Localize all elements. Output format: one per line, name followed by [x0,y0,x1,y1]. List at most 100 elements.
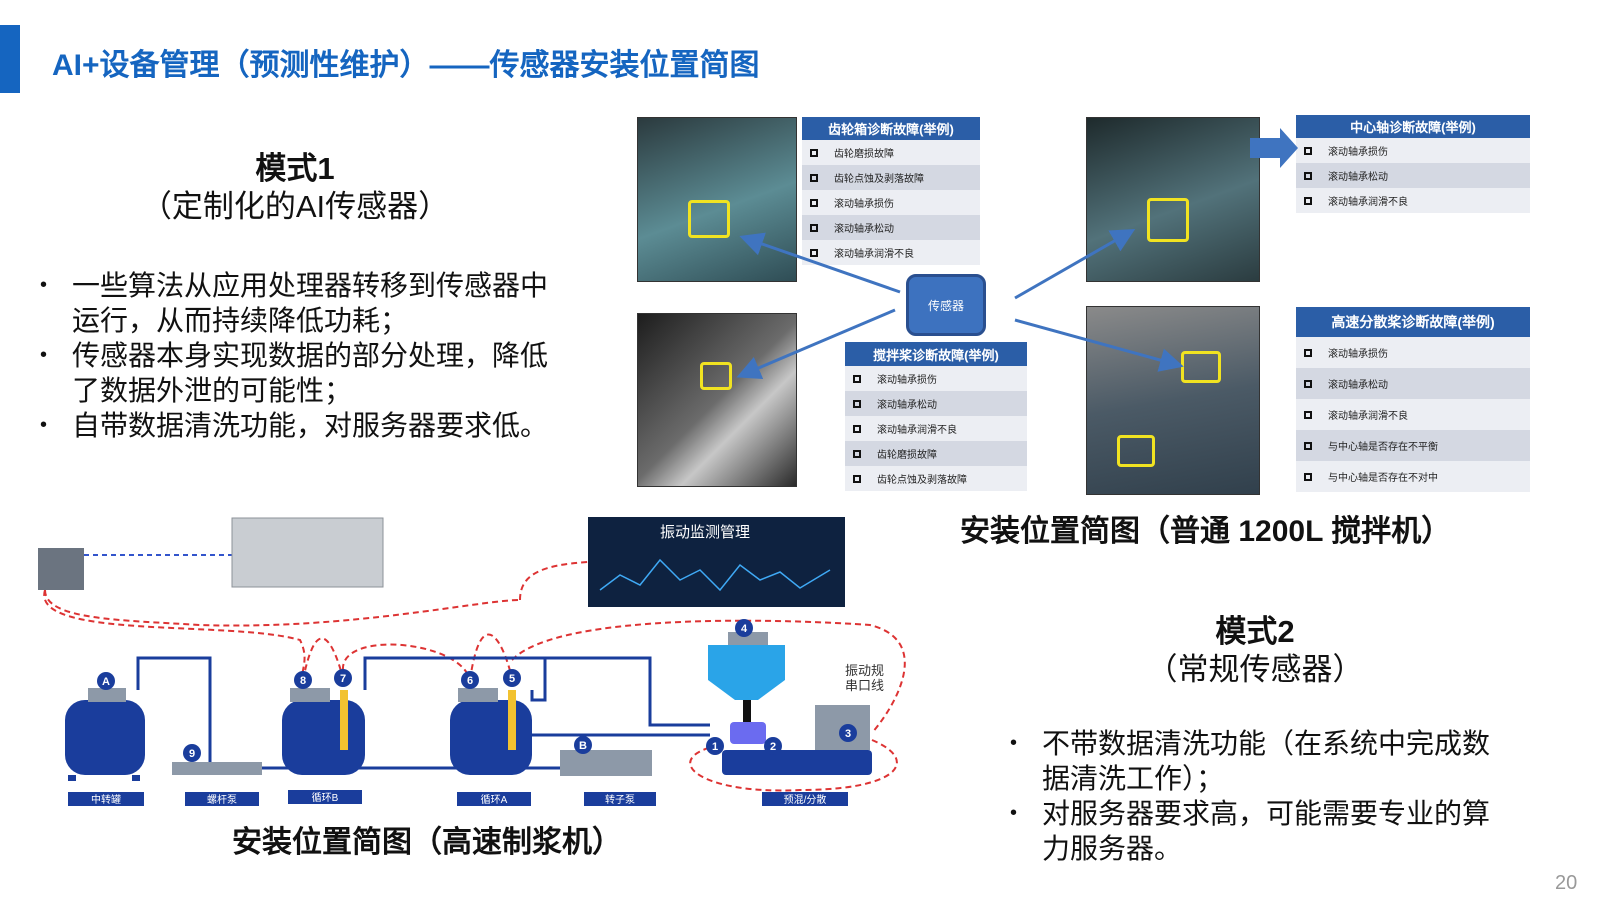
row-label: 滚动轴承损伤 [1328,147,1388,158]
equipment-label: 循环B [312,791,339,804]
mode1-subtitle: （定制化的AI传感器） [140,189,450,224]
mode1-bullets: 一些算法从应用处理器转移到传感器中运行，从而持续降低功耗； 传感器本身实现数据的… [40,268,570,443]
table-row: 滚动轴承损伤 [845,366,1027,391]
marker-label: 5 [509,673,515,685]
table-rows: 滚动轴承损伤 滚动轴承松动 滚动轴承润滑不良 与中心轴是否存在不平衡 与中心轴是… [1296,337,1530,492]
equipment-label: 预混/分散 [784,793,827,806]
marker-circles: A 8 7 6 5 9 B 4 1 2 3 [97,619,857,762]
arrow-to-center-table [1250,128,1298,168]
arrow-to-paddle [736,308,896,380]
disperser-fault-table: 高速分散桨诊断故障(举例) 滚动轴承损伤 滚动轴承松动 滚动轴承润滑不良 与中心… [1296,307,1530,492]
checkbox-icon [810,223,818,232]
table-row: 齿轮磨损故障 [845,441,1027,466]
hopper-pipe [743,700,751,725]
mode2-heading: 模式2 [1215,614,1295,649]
equipment-label: 螺杆泵 [207,794,237,806]
marker-label: 6 [467,675,473,687]
paddle-photo [637,313,797,487]
sensor-box: 传感器 [906,274,986,336]
checkbox-icon [810,148,818,157]
equipment-label: 转子泵 [605,793,635,806]
sensor-shaft-5 [508,690,516,750]
checkbox-icon [810,198,818,207]
checkbox-icon [853,399,861,408]
checkbox-icon [1304,410,1312,419]
checkbox-icon [810,248,818,257]
checkbox-icon [853,449,861,458]
pipes [136,656,710,770]
marker-label: 7 [340,673,346,685]
sensor-cables [43,561,906,792]
gearbox-photo [637,117,797,282]
table-header: 齿轮箱诊断故障(举例) [802,117,980,140]
checkbox-icon [853,374,861,383]
table-header: 搅拌桨诊断故障(举例) [845,342,1027,366]
marker-label: 2 [770,741,776,753]
checkbox-icon [810,173,818,182]
center-shaft-fault-table: 中心轴诊断故障(举例) 滚动轴承损伤 滚动轴承松动 滚动轴承润滑不良 [1296,115,1530,213]
row-label: 滚动轴承损伤 [834,199,894,210]
table-row: 滚动轴承损伤 [802,190,980,215]
row-label: 齿轮点蚀及剥落故障 [834,174,924,185]
row-label: 齿轮磨损故障 [834,149,894,160]
table-rows: 滚动轴承损伤 滚动轴承松动 滚动轴承润滑不良 [1296,138,1530,213]
row-label: 滚动轴承松动 [1328,380,1388,391]
checkbox-icon [853,424,861,433]
mode1-heading-block: 模式1 （定制化的AI传感器） [120,150,470,226]
row-label: 滚动轴承松动 [877,400,937,411]
row-label: 滚动轴承损伤 [877,375,937,386]
table-row: 滚动轴承松动 [1296,163,1530,188]
paddle-fault-table: 搅拌桨诊断故障(举例) 滚动轴承损伤 滚动轴承松动 滚动轴承润滑不良 齿轮磨损故… [845,342,1027,491]
checkbox-icon [1304,441,1312,450]
plc-controller [231,517,384,588]
row-label: 滚动轴承松动 [1328,172,1388,183]
marker-label: 4 [741,623,748,635]
marker-label: 1 [712,741,718,753]
checkbox-icon [1304,379,1312,388]
table-row: 齿轮点蚀及剥落故障 [845,466,1027,491]
bullet-item: 自带数据清洗功能，对服务器要求低。 [40,408,570,443]
table-row: 滚动轴承松动 [845,391,1027,416]
gearbox-fault-table: 齿轮箱诊断故障(举例) 齿轮磨损故障 齿轮点蚀及剥落故障 滚动轴承损伤 滚动轴承… [802,117,980,265]
sensor-shaft-7 [340,690,348,750]
mode1-heading: 模式1 [255,151,335,186]
disperser-photo [1086,306,1260,495]
bullet-item: 不带数据清洗功能（在系统中完成数据清洗工作）； [1010,726,1500,796]
table-row: 与中心轴是否存在不对中 [1296,461,1530,492]
checkbox-icon [853,474,861,483]
table-row: 滚动轴承松动 [802,215,980,240]
bullet-item: 一些算法从应用处理器转移到传感器中运行，从而持续降低功耗； [40,268,570,338]
table-row: 齿轮磨损故障 [802,140,980,165]
equipment-labels: 中转罐 螺杆泵 循环B 循环A 转子泵 预混/分散 [68,790,848,806]
checkbox-icon [1304,472,1312,481]
center-shaft-photo [1086,117,1260,282]
mode2-bullets: 不带数据清洗功能（在系统中完成数据清洗工作）； 对服务器要求高，可能需要专业的算… [1010,726,1500,866]
table-row: 滚动轴承润滑不良 [1296,188,1530,213]
mode2-heading-block: 模式2 （常规传感器） [1080,613,1430,689]
monitor-title: 振动监测管理 [660,524,750,541]
page-number: 20 [1555,872,1578,894]
table-rows: 滚动轴承损伤 滚动轴承松动 滚动轴承润滑不良 齿轮磨损故障 齿轮点蚀及剥落故障 [845,366,1027,491]
row-label: 滚动轴承润滑不良 [877,425,957,436]
equipment-label: 循环A [481,793,508,806]
marker-label: 8 [300,675,306,687]
row-label: 滚动轴承润滑不良 [834,249,914,260]
marker-label: 3 [845,728,851,740]
row-label: 滚动轴承润滑不良 [1328,411,1408,422]
table-row: 滚动轴承润滑不良 [802,240,980,265]
table-header: 中心轴诊断故障(举例) [1296,115,1530,138]
motors [88,632,870,776]
disperser-head [730,722,766,744]
mixer-caption: 安装位置简图（普通 1200L 搅拌机） [960,515,1452,548]
marker-label: A [102,676,110,688]
table-row: 滚动轴承损伤 [1296,138,1530,163]
row-label: 与中心轴是否存在不对中 [1328,473,1438,484]
arrow-to-disperser [1014,318,1184,372]
table-row: 滚动轴承损伤 [1296,337,1530,368]
row-label: 滚动轴承润滑不良 [1328,197,1408,208]
arrow-to-center-shaft [1014,229,1136,300]
checkbox-icon [1304,196,1312,205]
checkbox-icon [1304,171,1312,180]
